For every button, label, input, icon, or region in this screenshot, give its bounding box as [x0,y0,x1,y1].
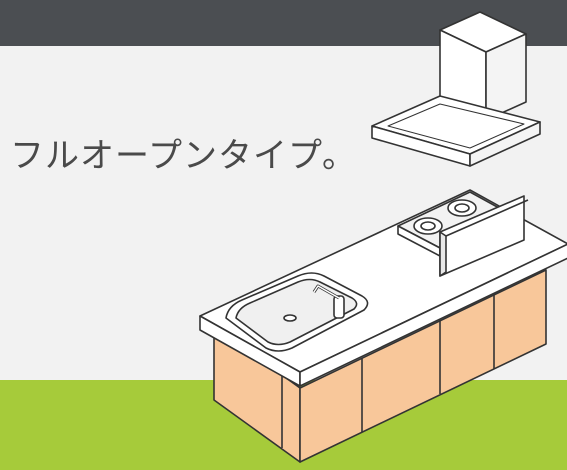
gas-stove-icon [397,191,529,277]
faucet-icon [312,284,345,319]
headline-text: フルオープンタイプ。 [10,136,357,176]
range-hood-icon [371,11,541,167]
